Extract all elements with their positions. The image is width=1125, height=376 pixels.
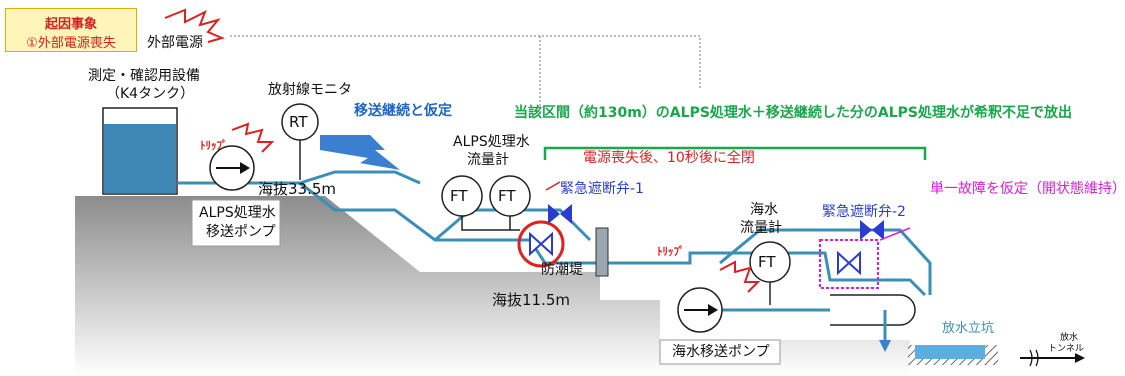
initiating-event-box: 起因事象 ①外部電源喪失 [5, 8, 137, 52]
elevation-low-label: 海抜11.5m [492, 291, 571, 309]
alps-pipe [177, 181, 927, 297]
valve2-dashed-box [819, 239, 879, 289]
alps-flowmeter-label-2: 流量計 [467, 152, 509, 168]
valve1-label: 緊急遮断弁-1 [560, 181, 644, 197]
radiation-monitor-label: 放射線モニタ [268, 82, 352, 98]
valve1-upper-bowtie [548, 204, 572, 224]
valve2-label: 緊急遮断弁-2 [822, 204, 906, 220]
discharge-shaft-water [915, 345, 985, 359]
alps-pump-label: ALPS処理水 [199, 205, 276, 221]
sea-pump-label-box [659, 339, 781, 365]
ground-terrain [75, 196, 910, 376]
valve2-upper-bowtie [860, 220, 884, 240]
seawall-block [595, 227, 609, 277]
seawater-flowmeter-label-2: 流量計 [740, 220, 782, 236]
valve2-bowtie [837, 250, 861, 276]
sea-pump-label: 海水移送ポンプ [672, 344, 770, 360]
valve1-failure-circle [517, 220, 565, 268]
green-banner-text: 当該区間（約130m）のALPS処理水＋移送継続した分のALPS処理水が希釈不足… [514, 105, 1073, 121]
transfer-arrow [320, 135, 400, 170]
event-title: 起因事象 [44, 17, 97, 32]
seawater-loop [719, 228, 932, 295]
discharge-u-pipe [830, 294, 916, 326]
power-loss-note: 電源喪失後、10秒後に全閉 [583, 150, 755, 166]
discharge-shaft-label: 放水立坑 [942, 321, 995, 336]
elevation-high-label: 海抜33.5m [258, 180, 337, 198]
ft1-text: FT [450, 187, 468, 205]
lightning-trip-1 [231, 122, 275, 153]
lightning-trip-2 [719, 260, 761, 293]
external-power-label: 外部電源 [147, 35, 203, 51]
ft2-text: FT [498, 187, 516, 205]
break-mark [1029, 349, 1039, 367]
seawater-flowmeter-label: 海水 [750, 202, 778, 218]
seawall-label: 防潮堤 [541, 262, 583, 278]
measure-equipment-label-2: （K4タンク） [106, 86, 195, 102]
tunnel-label-2: トンネル [1048, 344, 1084, 354]
green-bracket [543, 146, 927, 160]
valve1-bowtie [529, 231, 553, 257]
rt-text: RT [289, 113, 308, 131]
alps-pump-label-2: 移送ポンプ [206, 224, 276, 240]
alps-pump-label-box [191, 199, 281, 247]
down-arrow [879, 340, 891, 352]
dotted-boundary [230, 35, 701, 120]
lightning-external-power [164, 8, 225, 43]
single-failure-label: 単一故障を仮定（開状態維持） [930, 181, 1125, 197]
continue-transfer-label: 移送継続と仮定 [354, 103, 452, 119]
tank-water [104, 124, 176, 193]
ft3-text: FT [758, 253, 776, 271]
tunnel-label: 放水 [1060, 333, 1079, 343]
alps-flowmeter-label: ALPS処理水 [453, 134, 530, 150]
event-subtitle: ①外部電源喪失 [26, 36, 116, 51]
trip-label-1: ﾄﾘｯﾌﾟ [200, 139, 228, 152]
alps-pipe-upper [299, 170, 421, 185]
trip-label-2: ﾄﾘｯﾌﾟ [657, 245, 685, 258]
measure-equipment-label: 測定・確認用設備 [88, 68, 200, 84]
